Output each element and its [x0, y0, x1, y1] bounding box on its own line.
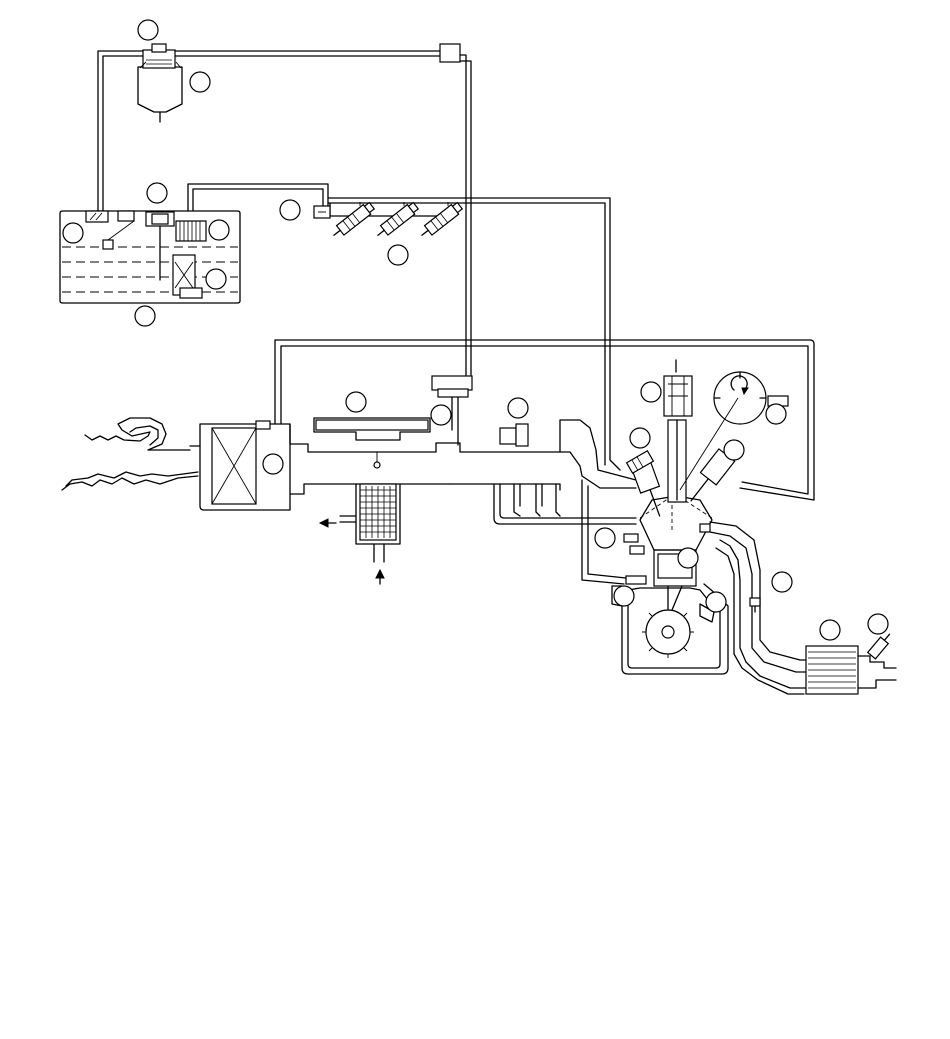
- resonator: [339, 483, 401, 563]
- callout-markers: [62, 19, 889, 641]
- fuel-injectors: [333, 201, 464, 236]
- oxygen-sensor: [866, 633, 891, 660]
- callout-marker: [867, 613, 889, 635]
- fuel-tank: [59, 183, 329, 304]
- callout-marker: [62, 222, 84, 244]
- intake-tube: [289, 419, 637, 495]
- vacuum-line-loop: [274, 339, 815, 501]
- fuel-line-filter-to-tank: [97, 50, 144, 213]
- flow-in-arrow-icon: [375, 568, 385, 585]
- callout-marker: [205, 268, 227, 290]
- callout-marker: [507, 397, 529, 419]
- air-cleaner: [199, 420, 291, 511]
- callout-marker: [723, 439, 745, 461]
- airflow-meter: [313, 417, 431, 441]
- callout-marker: [279, 199, 301, 221]
- callout-marker: [430, 404, 452, 426]
- callout-marker: [613, 585, 635, 607]
- callout-marker: [345, 391, 367, 413]
- callout-marker: [771, 571, 793, 593]
- callout-marker: [819, 619, 841, 641]
- callout-marker: [134, 305, 156, 327]
- callout-marker: [629, 427, 651, 449]
- callout-marker: [189, 71, 211, 93]
- distributor: [679, 371, 767, 491]
- callout-marker: [137, 19, 159, 41]
- callout-marker: [765, 403, 787, 425]
- callout-marker: [594, 527, 616, 549]
- callout-marker: [208, 219, 230, 241]
- exhaust-pipe: [709, 521, 811, 695]
- fuel-line-filter-to-junction: [174, 43, 472, 376]
- flow-out-arrow-icon: [318, 518, 337, 528]
- callout-marker: [146, 182, 168, 204]
- intake-runners: [493, 483, 637, 525]
- callout-marker: [387, 244, 409, 266]
- callout-marker: [640, 381, 662, 403]
- throttle-position-sensor: [499, 423, 529, 447]
- fuel-filter: [137, 43, 183, 123]
- callout-marker: [677, 547, 699, 569]
- air-intake-duct: [61, 417, 201, 491]
- callout-marker: [705, 591, 727, 613]
- pressure-regulator: [431, 375, 473, 446]
- catalytic-converter: [805, 645, 897, 695]
- callout-marker: [262, 453, 284, 475]
